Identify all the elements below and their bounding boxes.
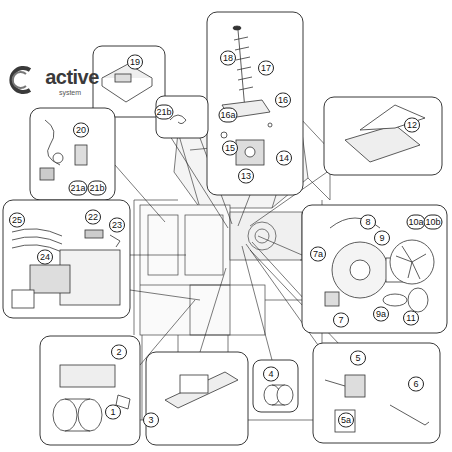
callout-number: 2 — [111, 345, 127, 360]
callout-number: 5 — [350, 351, 366, 366]
logo-text: system — [59, 89, 81, 96]
callout-number: 17 — [258, 61, 274, 76]
callout-number: 22 — [85, 210, 101, 225]
callout-number: 14 — [276, 151, 292, 166]
callout-number: 9a — [373, 307, 389, 322]
callout-number: 21b — [154, 105, 173, 120]
callout-number: 6 — [408, 377, 424, 392]
callout-number: 21a — [68, 181, 87, 196]
callout-number: 20 — [73, 123, 89, 138]
callout-number: 1 — [105, 405, 121, 420]
callout-number: 7a — [310, 247, 326, 262]
callout-number: 19 — [127, 55, 143, 70]
callout-number: 13 — [238, 169, 254, 184]
callout-number: 23 — [109, 218, 125, 233]
callout-number: 9 — [374, 231, 390, 246]
callout-number: 8 — [360, 215, 376, 230]
callout-number: 24 — [37, 250, 53, 265]
callout-number: 7 — [333, 313, 349, 328]
callout-number: 11 — [403, 311, 419, 326]
callout-number: 16 — [275, 93, 291, 108]
callout-number: 21b — [87, 181, 106, 196]
callout-number: 18 — [220, 51, 236, 66]
callout-number: 3 — [143, 413, 159, 428]
callout-number: 16a — [218, 108, 237, 123]
callout-number: 12 — [404, 118, 420, 133]
callout-number: 4 — [263, 367, 279, 382]
logo-text: active — [45, 66, 99, 89]
callout-number: 15 — [222, 141, 238, 156]
callout-number: 5a — [338, 413, 354, 428]
callout-number: 25 — [9, 213, 25, 228]
callout-number: 10b — [423, 215, 442, 230]
